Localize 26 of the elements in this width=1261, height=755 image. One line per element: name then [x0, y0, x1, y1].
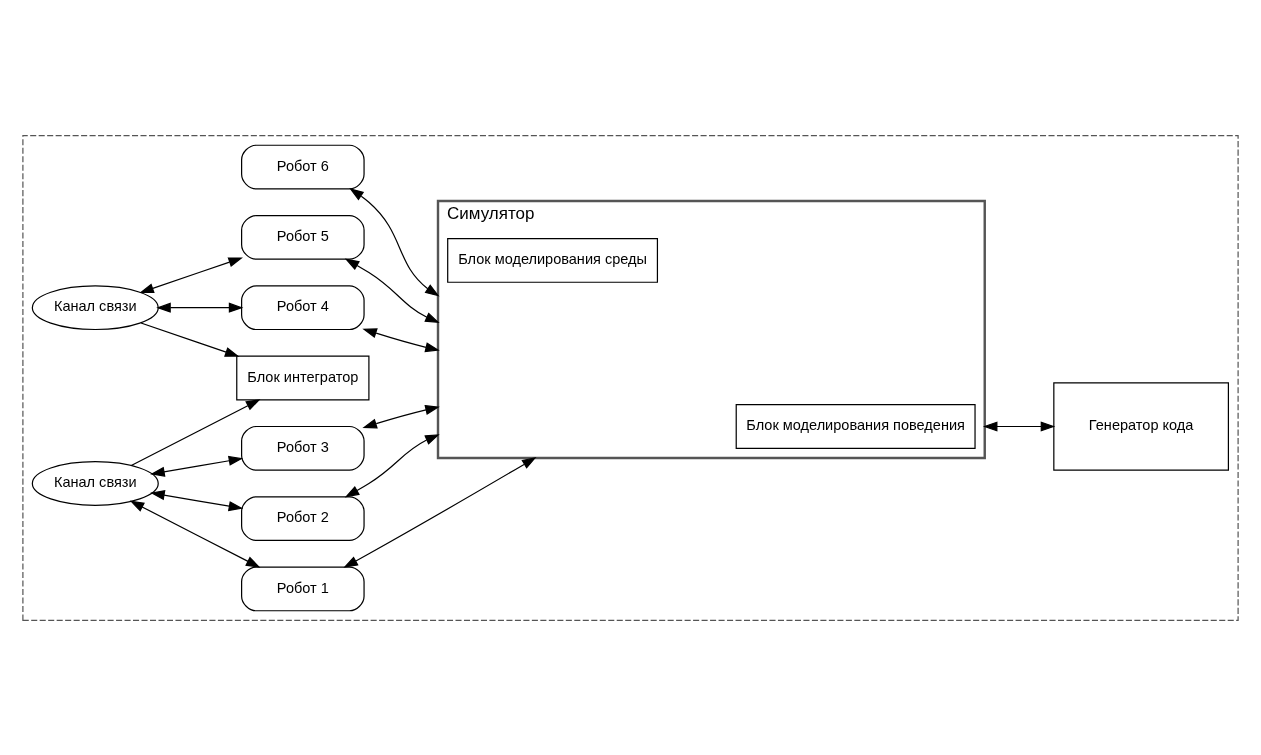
arrow [344, 433, 440, 498]
node-box: Генератор кода [1053, 381, 1229, 471]
node-ellipse: Канал связи [31, 460, 159, 506]
node-box: Блок интегратор [236, 355, 370, 400]
arrow [343, 456, 537, 568]
arrow [129, 500, 261, 568]
arrow [349, 187, 440, 297]
node-box: Робот 2 [241, 495, 365, 541]
arrow [982, 420, 1056, 432]
arrow [150, 455, 244, 477]
node-box: Блок моделирования среды [447, 237, 659, 283]
node-box: Робот 6 [241, 144, 365, 189]
arrow [362, 327, 440, 352]
arrow [139, 256, 243, 293]
cluster [22, 134, 1239, 621]
node-box: Робот 1 [241, 566, 365, 611]
node-box: Робот 4 [241, 284, 365, 330]
node-box: Блок моделирования поведения [735, 403, 976, 449]
node-box: Робот 3 [241, 425, 365, 471]
arrow [150, 489, 244, 511]
arrow [344, 257, 440, 323]
arrow [156, 302, 244, 313]
node-box: Робот 5 [241, 214, 365, 260]
arrow [140, 321, 240, 357]
arrow [362, 404, 440, 428]
arrow [130, 398, 261, 466]
